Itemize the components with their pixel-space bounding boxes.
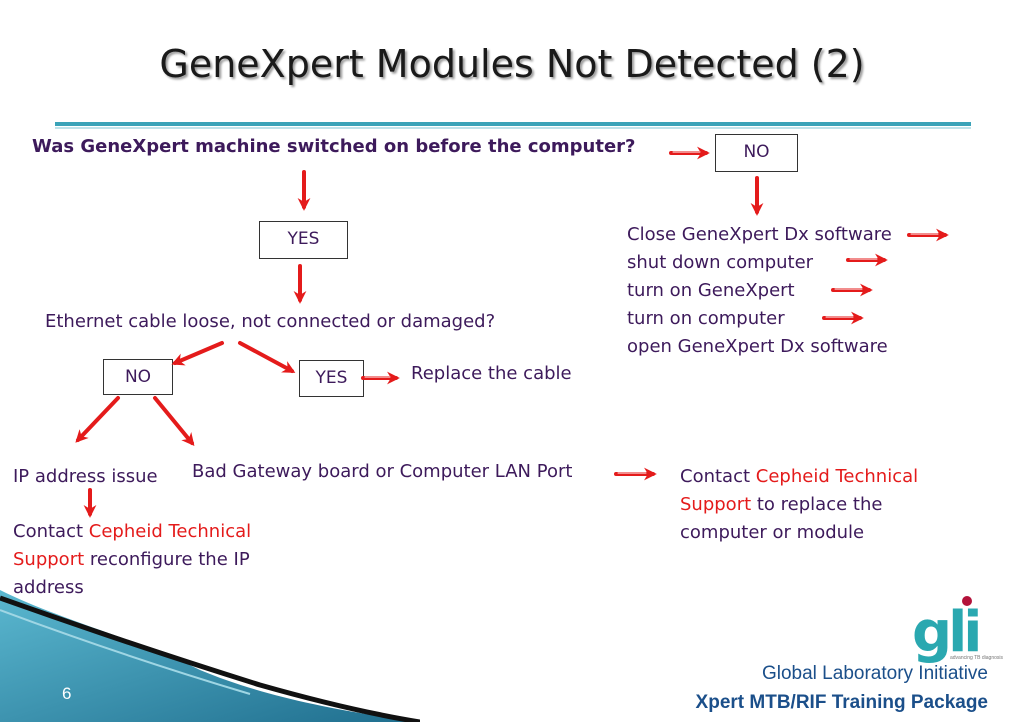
step-item: shut down computer bbox=[627, 252, 814, 273]
contact-suffix: reconfigure the IP bbox=[84, 549, 250, 570]
support-highlight: Support bbox=[680, 494, 752, 515]
arrow-diag bbox=[238, 341, 296, 373]
arrow-diag bbox=[153, 396, 195, 446]
footer-package: Xpert MTB/RIF Training Package bbox=[695, 692, 988, 713]
footer-org: Global Laboratory Initiative bbox=[761, 663, 988, 684]
contact-suffix-2: computer or module bbox=[680, 522, 865, 543]
no-box-ethernet: NO bbox=[103, 359, 173, 395]
logo-tagline: advancing TB diagnosis bbox=[950, 655, 1003, 661]
contact-support-left: Contact Cepheid Technical Support reconf… bbox=[13, 518, 283, 602]
cepheid-highlight: Cepheid Technical bbox=[755, 466, 919, 487]
corner-swoosh bbox=[0, 590, 420, 722]
contact-suffix-2: address bbox=[13, 577, 84, 598]
restart-steps: Close GeneXpert Dx software shut down co… bbox=[627, 221, 892, 361]
yes-box-top: YES bbox=[259, 221, 348, 259]
gli-logo-dot bbox=[962, 596, 972, 606]
arrow-diag bbox=[75, 396, 120, 443]
yes-box-ethernet: YES bbox=[299, 360, 364, 397]
support-highlight: Support bbox=[13, 549, 85, 570]
cepheid-highlight: Cepheid Technical bbox=[88, 521, 252, 542]
step-item: open GeneXpert Dx software bbox=[627, 336, 888, 357]
contact-suffix: to replace the bbox=[751, 494, 883, 515]
title-divider-highlight bbox=[55, 127, 971, 129]
bad-gateway-text: Bad Gateway board or Computer LAN Port bbox=[192, 461, 573, 482]
title-divider bbox=[55, 122, 971, 126]
page-number: 6 bbox=[62, 684, 72, 703]
step-item: Close GeneXpert Dx software bbox=[627, 224, 892, 245]
switch-question: Was GeneXpert machine switched on before… bbox=[32, 136, 636, 157]
step-item: turn on GeneXpert bbox=[627, 280, 795, 301]
replace-cable-text: Replace the cable bbox=[411, 363, 572, 384]
arrow-diag bbox=[171, 341, 224, 366]
page-title: GeneXpert Modules Not Detected (2) bbox=[159, 42, 865, 86]
no-box-top: NO bbox=[715, 134, 798, 172]
contact-prefix: Contact bbox=[13, 521, 89, 542]
gli-logo: gli bbox=[912, 600, 983, 665]
contact-prefix: Contact bbox=[680, 466, 756, 487]
step-item: turn on computer bbox=[627, 308, 785, 329]
ip-issue-text: IP address issue bbox=[13, 466, 158, 487]
contact-support-right: Contact Cepheid Technical Support to rep… bbox=[680, 463, 970, 547]
ethernet-question: Ethernet cable loose, not connected or d… bbox=[45, 311, 496, 332]
